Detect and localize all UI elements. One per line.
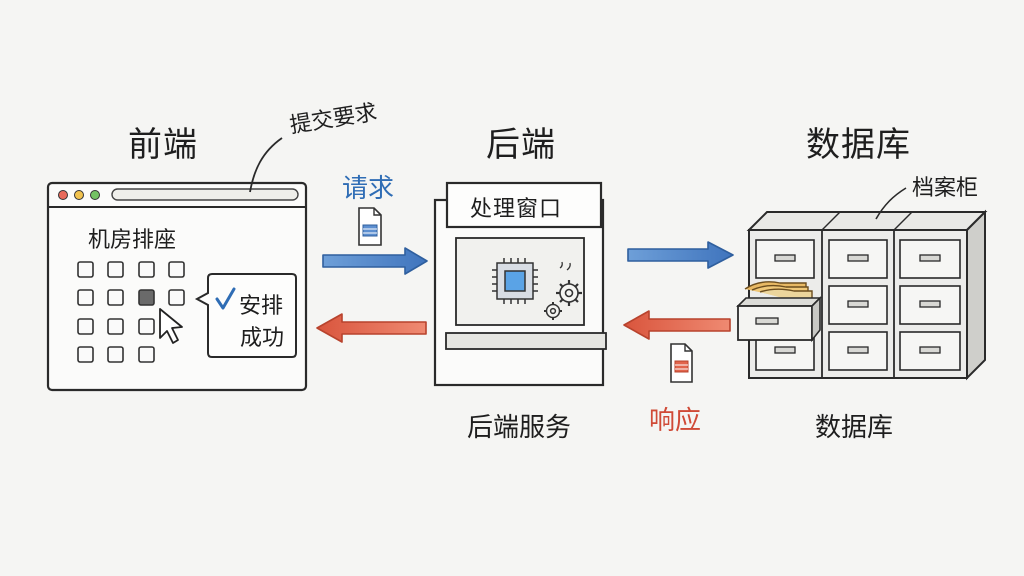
popup-line2: 成功 xyxy=(240,326,285,351)
seat xyxy=(138,318,155,335)
backend-caption: 后端服务 xyxy=(467,413,572,443)
callout-line-database xyxy=(875,187,907,220)
seat xyxy=(107,318,124,335)
seat xyxy=(107,261,124,278)
open-drawer xyxy=(736,281,822,343)
seat xyxy=(77,261,94,278)
frontend-title: 前端 xyxy=(128,125,198,165)
window-label: 机房排座 xyxy=(88,228,177,253)
seat xyxy=(107,346,124,363)
database-callout-label: 档案柜 xyxy=(912,176,979,201)
seat xyxy=(138,261,155,278)
gear-icon xyxy=(544,302,562,320)
response-arrow-database-backend xyxy=(623,310,731,340)
request-label: 请求 xyxy=(342,174,395,204)
check-icon xyxy=(215,287,236,310)
drawer-handles xyxy=(774,254,941,354)
seat xyxy=(77,289,94,306)
window-close-dot xyxy=(58,190,68,200)
document-icon xyxy=(670,343,693,383)
window-min-dot xyxy=(74,190,84,200)
request-arrow-backend-database xyxy=(627,241,734,269)
drawer xyxy=(828,331,888,371)
backend-title: 后端 xyxy=(486,125,556,165)
seat xyxy=(168,289,185,306)
request-arrow-frontend-backend xyxy=(322,247,428,275)
cursor-icon xyxy=(159,308,183,344)
server-base xyxy=(445,332,607,350)
window-max-dot xyxy=(90,190,100,200)
drawer xyxy=(828,239,888,279)
address-bar xyxy=(111,188,299,201)
seat-selected xyxy=(138,289,155,306)
processing-window-header xyxy=(445,181,603,229)
popup-line1: 安排 xyxy=(239,294,284,319)
seat xyxy=(77,346,94,363)
seat xyxy=(168,261,185,278)
motion-marks xyxy=(559,261,571,271)
callout-line-frontend xyxy=(249,137,283,193)
database-title: 数据库 xyxy=(806,125,911,165)
response-arrow-backend-frontend xyxy=(316,313,427,343)
gear-icon xyxy=(556,280,582,306)
chip-icon xyxy=(492,258,538,304)
seat xyxy=(77,318,94,335)
seat xyxy=(107,289,124,306)
seat-grid xyxy=(77,261,185,363)
document-icon xyxy=(358,207,382,246)
processing-window-label: 处理窗口 xyxy=(470,197,563,222)
success-popup xyxy=(194,273,297,358)
database-caption: 数据库 xyxy=(815,413,894,443)
seat xyxy=(138,346,155,363)
response-label: 响应 xyxy=(649,406,702,436)
